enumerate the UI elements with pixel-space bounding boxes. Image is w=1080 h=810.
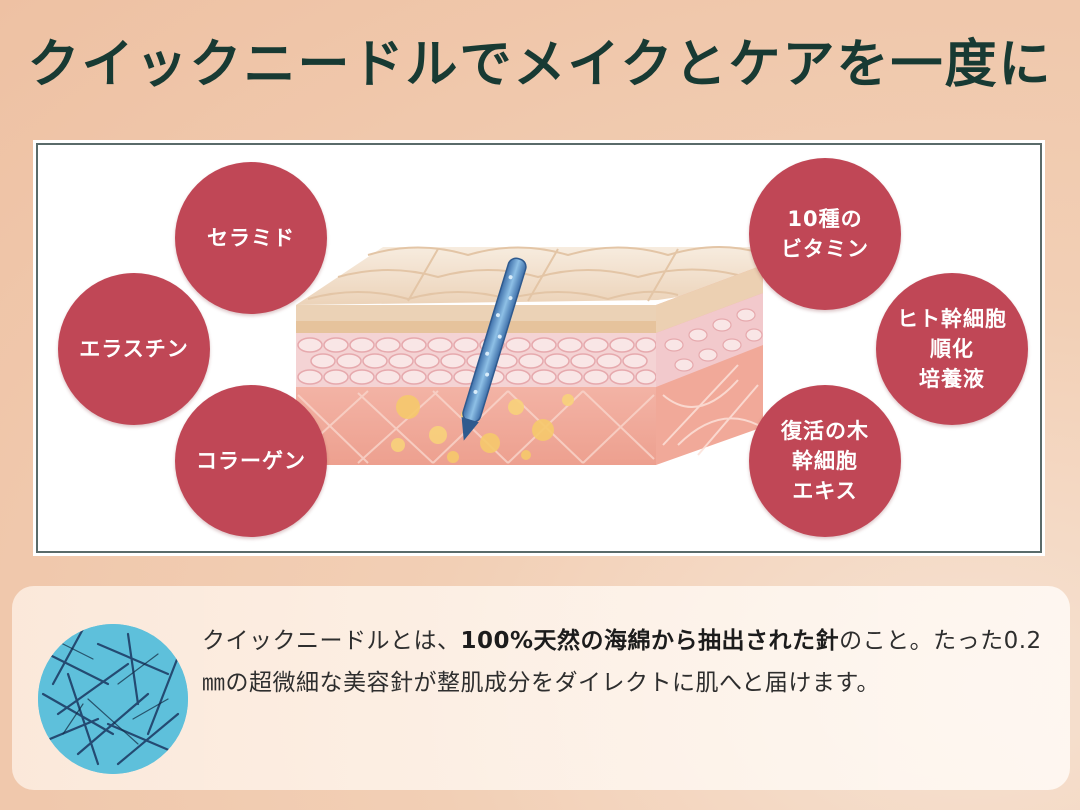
ingredient-bubble-elastin: エラスチン [58, 273, 210, 425]
skin-layers-illustration [296, 246, 763, 465]
ingredient-bubble-collagen: コラーゲン [175, 385, 327, 537]
spicule-needles-icon [38, 624, 188, 774]
skin-diagram-panel: セラミド エラスチン コラーゲン 10種の ビタミン ヒト幹細胞 順化 培養液 … [36, 143, 1042, 553]
ingredient-bubble-vitamins: 10種の ビタミン [749, 158, 901, 310]
ingredient-bubble-resurrection-plant: 復活の木 幹細胞 エキス [749, 385, 901, 537]
headline: クイックニードルでメイクとケアを一度に [27, 35, 1053, 95]
ingredient-bubble-stem-cell-medium: ヒト幹細胞 順化 培養液 [876, 273, 1028, 425]
nutrient-droplets [391, 379, 574, 463]
needle-icon [461, 257, 527, 441]
ingredient-bubble-ceramide: セラミド [175, 162, 327, 314]
description-text: クイックニードルとは、100%天然の海綿から抽出された針のこと。たった0.2㎜の… [202, 628, 1042, 696]
description-card: クイックニードルとは、100%天然の海綿から抽出された針のこと。たった0.2㎜の… [12, 586, 1070, 790]
sponge-spicule-photo [38, 624, 188, 774]
